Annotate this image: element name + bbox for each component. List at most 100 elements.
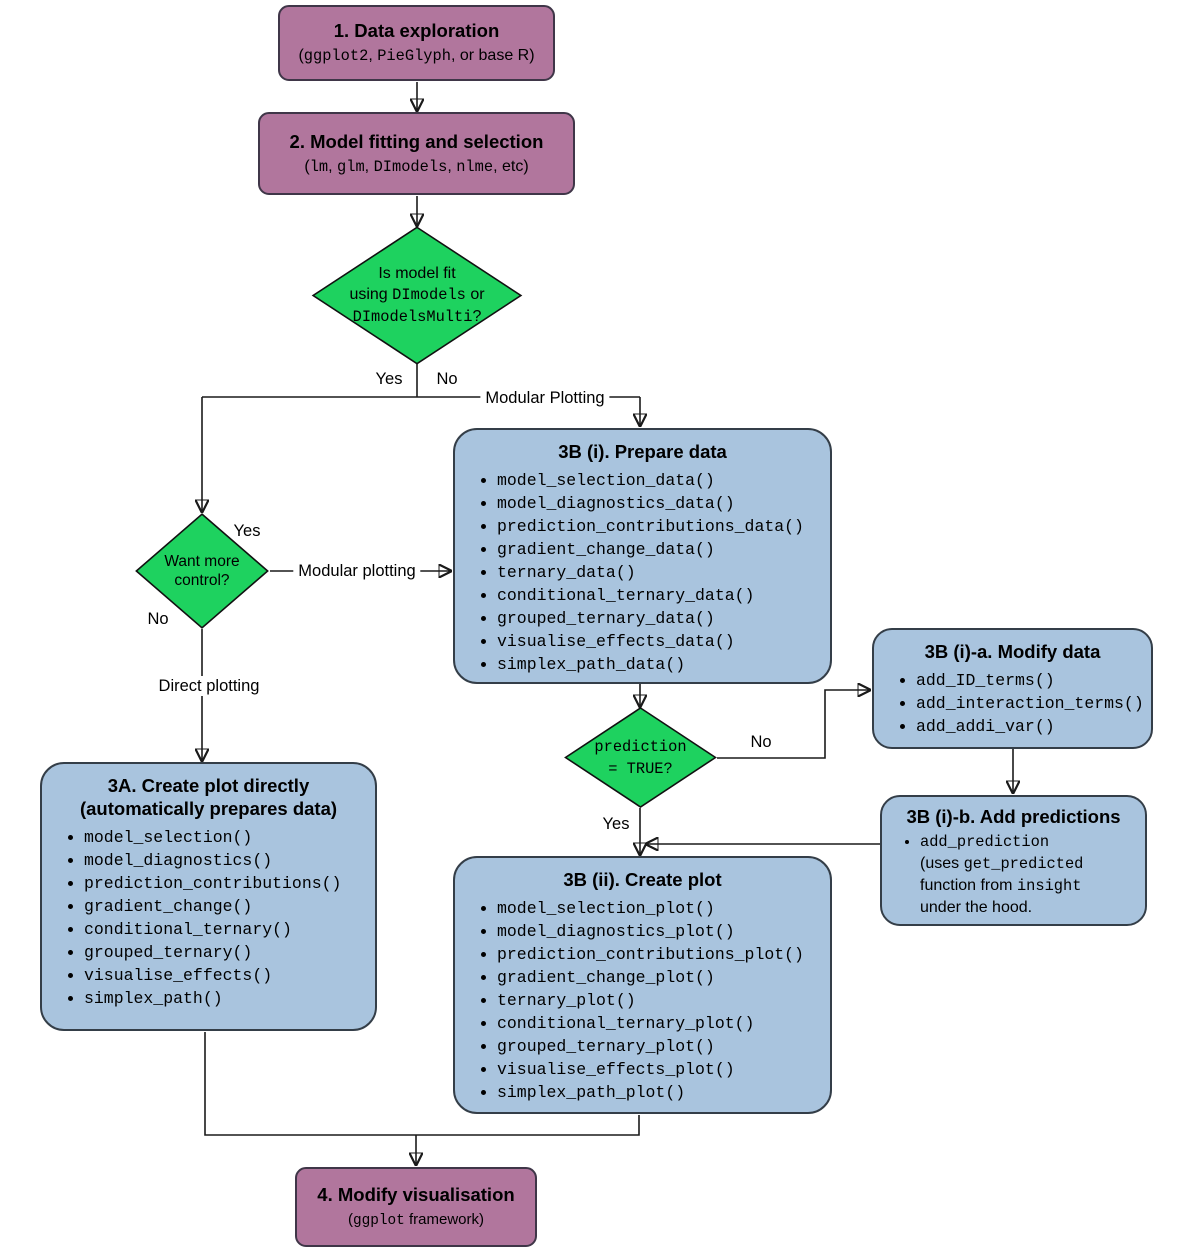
node-title: 3A. Create plot directly bbox=[107, 775, 310, 796]
plain-text: , or base R) bbox=[450, 47, 535, 64]
function-list: model_selection_data()model_diagnostics_… bbox=[467, 469, 818, 676]
plain-text: , bbox=[368, 47, 378, 64]
node-model-fitting: 2. Model fitting and selection (lm, glm,… bbox=[258, 112, 575, 195]
node-title: 4. Modify visualisation bbox=[317, 1183, 515, 1205]
function-item: model_selection_plot() bbox=[497, 897, 818, 920]
function-item: simplex_path_plot() bbox=[497, 1081, 818, 1104]
node-subtitle: (ggplot framework) bbox=[348, 1209, 484, 1232]
decision-text-lines: Want more control? bbox=[164, 552, 239, 590]
node-title: 1. Data exploration bbox=[333, 20, 500, 41]
function-list: model_selection_plot()model_diagnostics_… bbox=[467, 897, 818, 1104]
node-3a-create-plot-directly: 3A. Create plot directly (automatically … bbox=[40, 762, 377, 1031]
function-item: grouped_ternary() bbox=[84, 941, 363, 964]
function-item: prediction_contributions_plot() bbox=[497, 943, 818, 966]
node-title: 2. Model fitting and selection bbox=[289, 130, 544, 152]
code-text: = TRUE? bbox=[608, 759, 673, 778]
function-item: conditional_ternary_data() bbox=[497, 584, 818, 607]
edge-label-modular-plotting: Modular plotting bbox=[293, 561, 421, 581]
function-item: model_selection() bbox=[84, 826, 363, 849]
edge-label-modular-plotting: Modular Plotting bbox=[480, 388, 610, 408]
function-item: grouped_ternary_plot() bbox=[497, 1035, 818, 1058]
plain-text: framework) bbox=[404, 1210, 484, 1228]
code-text: ggplot2 bbox=[303, 47, 369, 65]
node-data-exploration: 1. Data exploration (ggplot2, PieGlyph, … bbox=[278, 5, 555, 81]
function-item: visualise_effects_plot() bbox=[497, 1058, 818, 1081]
code-text: prediction bbox=[594, 737, 687, 756]
code-text: glm bbox=[337, 157, 365, 176]
plain-text: ( bbox=[347, 1210, 353, 1228]
code-text: DImodels bbox=[373, 157, 448, 176]
function-item: simplex_path() bbox=[84, 987, 363, 1010]
edge-label-yes: Yes bbox=[375, 370, 403, 388]
function-item: model_diagnostics_plot() bbox=[497, 920, 818, 943]
node-3bia-modify-data: 3B (i)-a. Modify data add_ID_terms()add_… bbox=[872, 628, 1153, 749]
node-title-line2: (automatically prepares data) bbox=[79, 798, 338, 819]
code-text: insight bbox=[1016, 877, 1082, 895]
function-item: model_diagnostics() bbox=[84, 849, 363, 872]
function-item: prediction_contributions() bbox=[84, 872, 363, 895]
plain-text: , bbox=[328, 157, 338, 175]
node-title: 3B (i)-a. Modify data bbox=[924, 641, 1101, 662]
function-item: gradient_change_data() bbox=[497, 538, 818, 561]
function-item: visualise_effects_data() bbox=[497, 630, 818, 653]
function-item: simplex_path_data() bbox=[497, 653, 818, 676]
bullet-item: add_prediction(uses get_predictedfunctio… bbox=[920, 831, 1133, 918]
function-item: visualise_effects() bbox=[84, 964, 363, 987]
decision-text: Want more control? bbox=[135, 513, 269, 629]
node-3bi-prepare-data: 3B (i). Prepare data model_selection_dat… bbox=[453, 428, 832, 684]
function-list: add_ID_terms()add_interaction_terms()add… bbox=[886, 669, 1144, 738]
code-text: DImodelsMulti bbox=[352, 308, 473, 326]
plain-text: Want more bbox=[164, 553, 240, 570]
function-item: grouped_ternary_data() bbox=[497, 607, 818, 630]
decision-text: prediction = TRUE? bbox=[564, 707, 717, 808]
node-3bib-add-predictions: 3B (i)-b. Add predictions add_prediction… bbox=[880, 795, 1147, 926]
function-item: ternary_data() bbox=[497, 561, 818, 584]
node-3bii-create-plot: 3B (ii). Create plot model_selection_plo… bbox=[453, 856, 832, 1114]
plain-text: Is model fit bbox=[378, 265, 456, 282]
code-text: add_prediction bbox=[920, 833, 1050, 851]
code-text: DImodels bbox=[392, 286, 466, 304]
function-item: model_diagnostics_data() bbox=[497, 492, 818, 515]
node-subtitle: (ggplot2, PieGlyph, or base R) bbox=[298, 45, 534, 67]
function-item: prediction_contributions_data() bbox=[497, 515, 818, 538]
plain-text: ? bbox=[472, 308, 482, 325]
plain-text: , etc) bbox=[493, 157, 529, 175]
node-subtitle: (lm, glm, DImodels, nlme, etc) bbox=[304, 156, 528, 178]
function-item: add_addi_var() bbox=[916, 715, 1139, 738]
decision-text-lines: prediction = TRUE? bbox=[594, 736, 686, 780]
decision-want-control: Want more control? bbox=[135, 513, 269, 629]
edge-label-yes: Yes bbox=[233, 522, 261, 540]
plain-text: or bbox=[465, 286, 485, 303]
edge-label-no: No bbox=[750, 733, 772, 751]
plain-text: function from bbox=[920, 877, 1017, 894]
plain-text: , bbox=[364, 157, 374, 175]
edge-label-direct-plotting: Direct plotting bbox=[153, 676, 265, 696]
plain-text: ( bbox=[298, 47, 304, 64]
diamond-shape bbox=[135, 513, 269, 629]
function-item: model_selection_data() bbox=[497, 469, 818, 492]
function-item: add_interaction_terms() bbox=[916, 692, 1144, 715]
decision-prediction: prediction = TRUE? bbox=[564, 707, 717, 808]
edge-label-no: No bbox=[147, 610, 169, 628]
bullet-list: add_prediction(uses get_predictedfunctio… bbox=[894, 831, 1133, 918]
code-text: ggplot bbox=[352, 1212, 405, 1229]
plain-text: under the hood. bbox=[920, 899, 1033, 916]
plain-text: ( bbox=[304, 157, 310, 175]
code-text: PieGlyph bbox=[377, 47, 451, 65]
function-list: model_selection()model_diagnostics()pred… bbox=[54, 826, 363, 1010]
code-text: lm bbox=[309, 157, 329, 176]
edge-label-no: No bbox=[436, 370, 458, 388]
plain-text: , bbox=[447, 157, 457, 175]
diamond-shape bbox=[311, 226, 523, 365]
node-title: 3B (i). Prepare data bbox=[558, 441, 727, 462]
function-item: conditional_ternary_plot() bbox=[497, 1012, 818, 1035]
node-title: 3B (i)-b. Add predictions bbox=[906, 806, 1121, 827]
plain-text: using bbox=[349, 286, 393, 303]
edge-label-yes: Yes bbox=[602, 815, 630, 833]
plain-text: control? bbox=[174, 572, 230, 589]
node-title: 3B (ii). Create plot bbox=[563, 869, 722, 890]
